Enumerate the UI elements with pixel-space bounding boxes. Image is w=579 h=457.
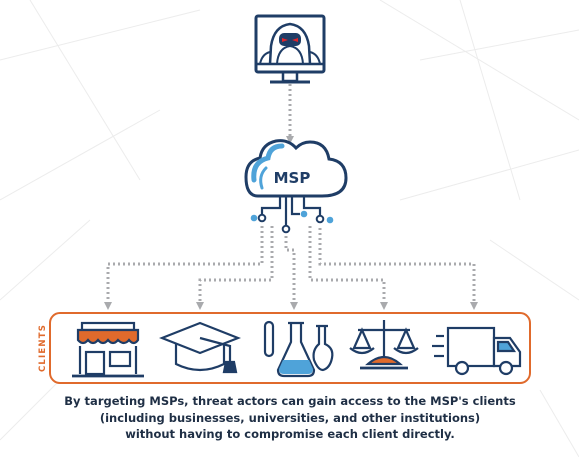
caption-line-3: without having to compromise each client… bbox=[125, 427, 455, 441]
diagram-caption: By targeting MSPs, threat actors can gai… bbox=[40, 393, 540, 443]
msp-label: MSP bbox=[274, 169, 311, 187]
scales-of-justice-icon bbox=[349, 320, 419, 370]
caption-line-2: (including businesses, universities, and… bbox=[99, 410, 481, 425]
lab-flasks-icon bbox=[263, 320, 334, 378]
delivery-truck-icon bbox=[432, 326, 522, 376]
connectors-msp-to-clients bbox=[104, 226, 478, 310]
graduation-cap-icon bbox=[159, 321, 241, 374]
caption-line-1: By targeting MSPs, threat actors can gai… bbox=[64, 394, 516, 408]
storefront-icon bbox=[72, 321, 144, 378]
clients-label: CLIENTS bbox=[38, 324, 48, 372]
cloud-icon bbox=[244, 139, 348, 198]
hacker-at-monitor-icon bbox=[254, 14, 326, 84]
msp-circuit-nodes bbox=[250, 210, 334, 234]
msp-circuit-traces bbox=[260, 196, 322, 226]
